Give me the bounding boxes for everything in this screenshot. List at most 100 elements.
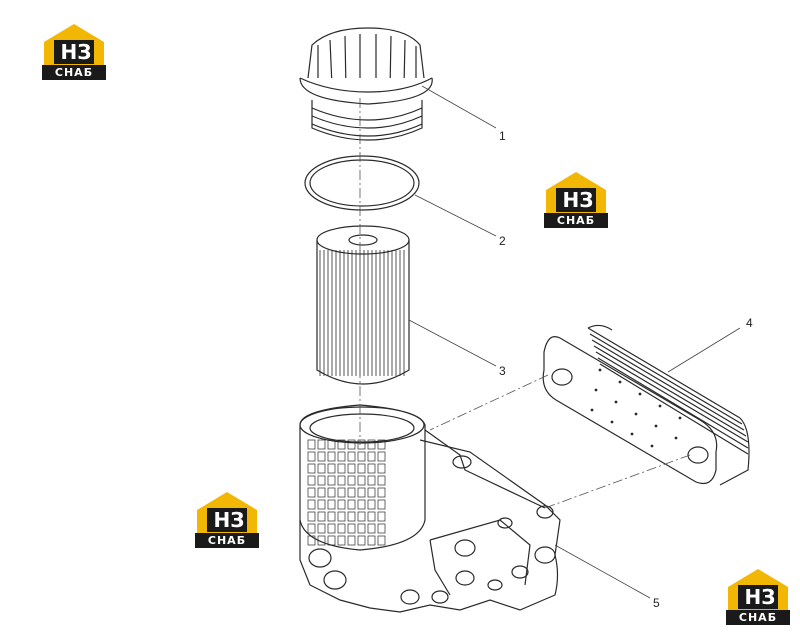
- housing-rib: [307, 499, 316, 510]
- oil-cooler: [542, 324, 750, 486]
- housing-rib: [347, 499, 356, 510]
- housing-rib: [327, 523, 336, 534]
- cooler-bolt: [674, 436, 678, 440]
- housing-rib: [317, 439, 326, 450]
- logo-mark: НЗ: [562, 188, 594, 212]
- cooler-bolt: [630, 432, 634, 436]
- callout-1: 1: [499, 129, 506, 143]
- logo-text: СНАБ: [42, 65, 106, 80]
- housing-rib: [307, 511, 316, 522]
- cooler-bolt: [598, 368, 602, 372]
- housing-rib: [367, 523, 376, 534]
- housing-rib: [367, 439, 376, 450]
- housing-rib: [327, 511, 336, 522]
- housing-rib: [327, 451, 336, 462]
- logo-text: СНАБ: [544, 213, 608, 228]
- housing-rib: [347, 475, 356, 486]
- housing-rib: [317, 463, 326, 474]
- housing-rib: [377, 463, 386, 474]
- cooler-bolt: [610, 420, 614, 424]
- cooler-bolt: [678, 416, 682, 420]
- cooler-bolt: [654, 424, 658, 428]
- house-logo-icon: [546, 172, 606, 214]
- housing-rib: [337, 451, 346, 462]
- housing-rib: [307, 451, 316, 462]
- brand-logo: НЗ СНАБ: [726, 567, 790, 625]
- brand-logo: НЗ СНАБ: [42, 22, 106, 80]
- housing-rib: [357, 523, 366, 534]
- housing-rib: [367, 451, 376, 462]
- callout-3: 3: [499, 364, 506, 378]
- logo-mark: НЗ: [744, 585, 776, 609]
- housing-rib: [357, 511, 366, 522]
- housing-rib: [327, 463, 336, 474]
- housing-rib: [347, 451, 356, 462]
- housing-rib: [367, 463, 376, 474]
- housing-rib: [307, 475, 316, 486]
- housing-rib: [347, 463, 356, 474]
- housing-rib: [377, 451, 386, 462]
- house-logo-icon: [728, 569, 788, 611]
- housing-rib: [377, 487, 386, 498]
- housing-rib: [347, 511, 356, 522]
- housing-rib: [307, 439, 316, 450]
- housing-rib: [317, 511, 326, 522]
- housing-rib: [317, 499, 326, 510]
- housing-rib: [317, 475, 326, 486]
- brand-logo: НЗ СНАБ: [195, 490, 259, 548]
- leader-lines: [408, 85, 741, 599]
- housing-rib: [317, 523, 326, 534]
- housing-rib: [307, 463, 316, 474]
- housing-rib: [327, 535, 336, 546]
- housing-rib: [377, 499, 386, 510]
- housing-rib: [317, 535, 326, 546]
- housing-rib: [337, 487, 346, 498]
- cooler-bolt: [658, 404, 662, 408]
- logo-text: СНАБ: [195, 533, 259, 548]
- brand-logo: НЗ СНАБ: [544, 170, 608, 228]
- housing-rib: [337, 499, 346, 510]
- cooler-bolt: [650, 444, 654, 448]
- callout-2: 2: [499, 234, 506, 248]
- house-logo-icon: [197, 492, 257, 534]
- housing-rib: [337, 523, 346, 534]
- filter-cap: [299, 27, 433, 141]
- housing-rib: [357, 439, 366, 450]
- housing-rib: [377, 475, 386, 486]
- logo-mark: НЗ: [213, 508, 245, 532]
- housing-rib: [337, 535, 346, 546]
- housing-rib: [357, 475, 366, 486]
- housing-rib: [347, 487, 356, 498]
- housing-rib: [357, 499, 366, 510]
- housing-rib: [357, 451, 366, 462]
- housing-rib: [307, 523, 316, 534]
- logo-text: СНАБ: [726, 610, 790, 625]
- housing-rib: [327, 439, 336, 450]
- housing-rib: [357, 463, 366, 474]
- cooler-bolt: [590, 408, 594, 412]
- housing-rib: [367, 475, 376, 486]
- housing-rib: [377, 523, 386, 534]
- logo-mark: НЗ: [60, 40, 92, 64]
- callout-4: 4: [746, 316, 753, 330]
- housing-rib: [327, 487, 336, 498]
- housing-rib: [337, 463, 346, 474]
- house-logo-icon: [44, 24, 104, 66]
- o-ring: [304, 155, 420, 211]
- housing-rib: [307, 535, 316, 546]
- housing-rib: [377, 535, 386, 546]
- housing-rib: [337, 475, 346, 486]
- housing-rib: [307, 487, 316, 498]
- housing-rib: [337, 439, 346, 450]
- housing-rib: [347, 523, 356, 534]
- cooler-bolt: [618, 380, 622, 384]
- cooler-bolt: [594, 388, 598, 392]
- housing-rib: [367, 487, 376, 498]
- housing-rib: [377, 439, 386, 450]
- cooler-bolt: [614, 400, 618, 404]
- housing-rib: [327, 499, 336, 510]
- cooler-bolt: [634, 412, 638, 416]
- housing-rib: [317, 451, 326, 462]
